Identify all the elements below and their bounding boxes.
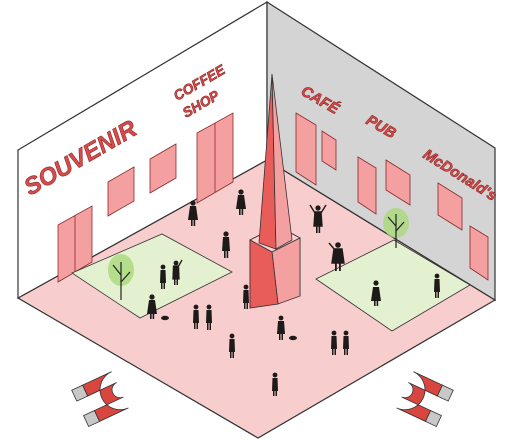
person-icon <box>434 273 440 298</box>
person-icon <box>172 259 183 285</box>
shop-window-middle <box>149 143 177 194</box>
mcdonalds-window <box>437 182 463 231</box>
pub-window <box>385 159 411 206</box>
obelisk-icon <box>249 73 301 309</box>
souvenir-window <box>107 166 135 217</box>
person-icon <box>371 280 381 306</box>
tree-icon <box>108 254 134 300</box>
person-icon <box>160 264 166 289</box>
person-icon <box>193 304 199 329</box>
mcdonalds-door <box>469 225 489 281</box>
person-icon <box>188 200 198 226</box>
person-icon <box>328 242 345 271</box>
person-icon <box>343 330 349 355</box>
magnet-icon <box>71 371 129 428</box>
person-icon <box>222 231 230 258</box>
person-icon <box>331 330 337 355</box>
cafe-door <box>295 112 317 186</box>
magnet-icon <box>396 371 454 428</box>
pub-door <box>357 156 377 215</box>
person-icon <box>309 204 327 233</box>
left-wall-openings <box>57 112 234 283</box>
person-icon <box>236 189 246 215</box>
person-icon <box>272 372 278 396</box>
grass-patch-right <box>315 239 471 332</box>
grass-patch-left <box>71 233 233 319</box>
people-group <box>147 189 440 396</box>
right-wall-openings <box>295 112 489 281</box>
dog-icon <box>289 335 297 341</box>
cafe-window <box>321 130 337 171</box>
dog-icon <box>161 315 169 321</box>
tree-icon <box>383 208 409 248</box>
person-icon <box>229 333 235 358</box>
person-icon <box>243 284 249 309</box>
person-icon <box>206 304 212 330</box>
right-wall <box>266 0 496 302</box>
person-icon <box>277 315 285 340</box>
person-icon <box>147 294 157 319</box>
